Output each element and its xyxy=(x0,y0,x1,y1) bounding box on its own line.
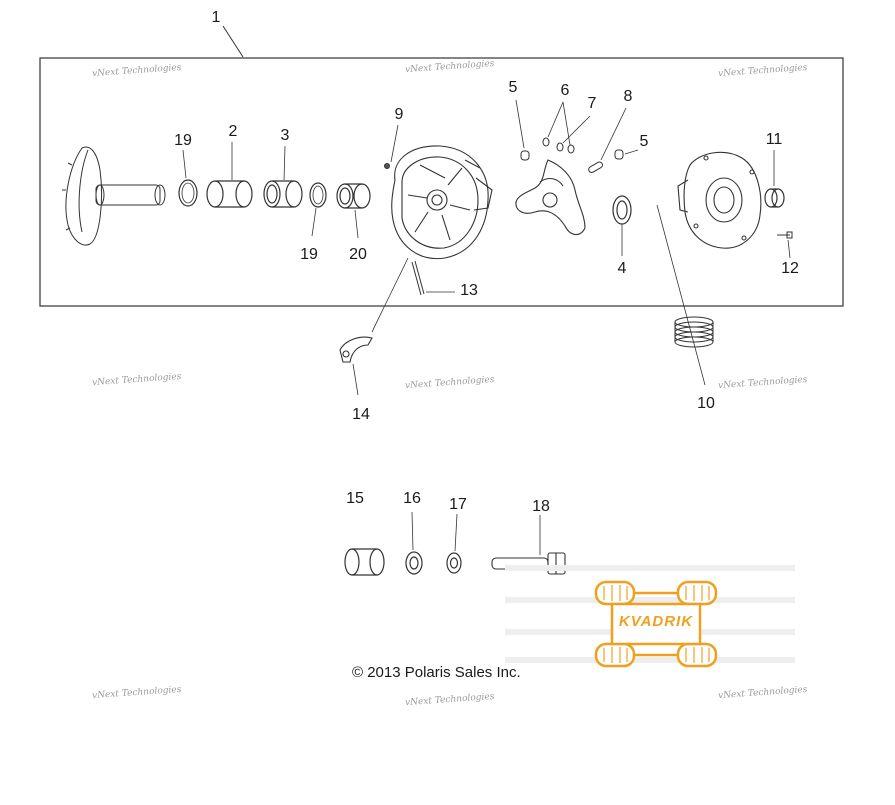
washer-4 xyxy=(612,195,632,225)
part-label-11: 11 xyxy=(765,131,783,148)
part-label-16: 16 xyxy=(403,490,421,507)
part-label-3: 3 xyxy=(280,127,290,144)
pin-13 xyxy=(411,260,425,296)
part-label-14: 14 xyxy=(352,406,370,423)
washer-17 xyxy=(446,552,462,574)
part-label-6: 6 xyxy=(560,82,570,99)
ring-19-right xyxy=(309,182,327,208)
weight-14 xyxy=(339,336,373,363)
part-label-18: 18 xyxy=(532,498,550,515)
part-label-19-left: 19 xyxy=(174,132,192,149)
assembly-frame xyxy=(39,57,844,307)
spider xyxy=(515,159,586,236)
rollers-6 xyxy=(542,137,575,154)
part-label-10: 10 xyxy=(697,395,715,412)
cap-5-left xyxy=(520,150,530,161)
bushing-2 xyxy=(206,180,253,208)
bushing-11 xyxy=(764,188,785,208)
logo-name: KVADRIK xyxy=(618,613,694,630)
spring-10 xyxy=(674,316,714,348)
part-label-8: 8 xyxy=(623,88,633,105)
part-label-19-right: 19 xyxy=(300,246,318,263)
screw-12 xyxy=(777,231,793,239)
movable-sheave xyxy=(391,145,493,260)
drive-sheave xyxy=(62,146,166,246)
end-cover xyxy=(677,151,762,249)
leader-10 xyxy=(656,204,706,386)
part-label-5-left: 5 xyxy=(508,79,518,96)
part-label-20: 20 xyxy=(349,246,367,263)
leader-14 xyxy=(371,257,409,333)
part-label-5-right: 5 xyxy=(639,133,649,150)
part-label-9: 9 xyxy=(394,106,404,123)
pin-8 xyxy=(588,161,603,173)
bushing-20 xyxy=(336,183,371,209)
leader-1 xyxy=(222,25,244,58)
part-label-13: 13 xyxy=(460,282,478,299)
bushing-15 xyxy=(344,548,385,576)
ring-19-left xyxy=(178,179,198,207)
copyright-text: © 2013 Polaris Sales Inc. xyxy=(352,664,521,681)
part-label-17: 17 xyxy=(449,496,467,513)
cap-5-right xyxy=(614,149,624,160)
screw-9 xyxy=(384,163,390,169)
part-label-15: 15 xyxy=(346,490,364,507)
part-label-7: 7 xyxy=(587,95,597,112)
part-label-1: 1 xyxy=(211,9,221,26)
kvadrik-logo: KVADRIK xyxy=(592,578,720,670)
part-label-2: 2 xyxy=(228,123,238,140)
bushing-3 xyxy=(263,180,303,208)
washer-16 xyxy=(405,551,423,575)
part-label-12: 12 xyxy=(781,260,799,277)
part-label-4: 4 xyxy=(617,260,627,277)
atv-icon xyxy=(594,580,718,668)
